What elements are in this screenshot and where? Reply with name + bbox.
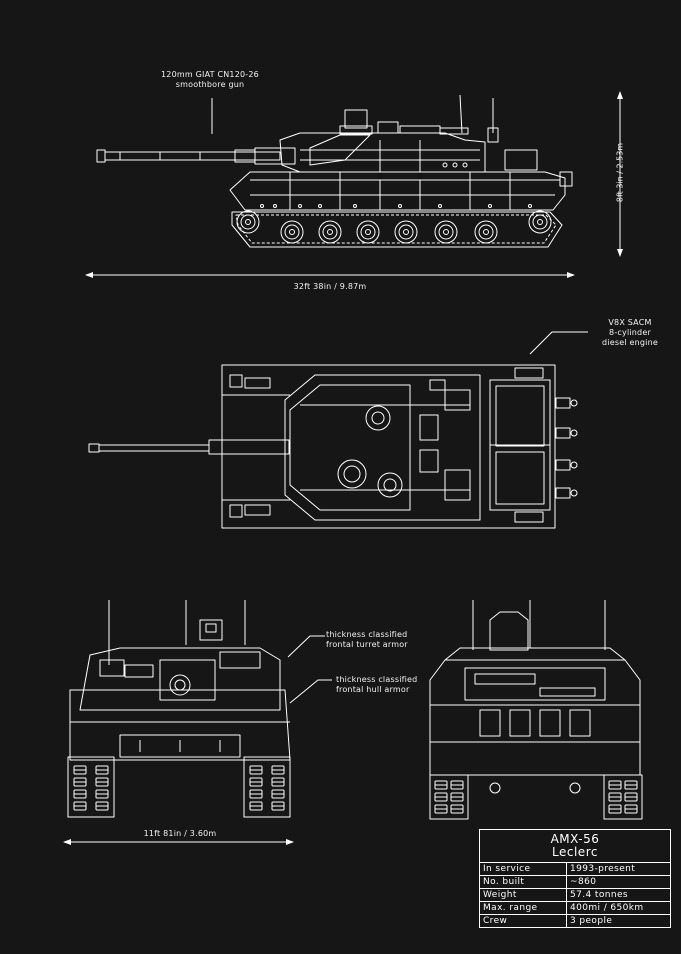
spec-row: In service 1993-present bbox=[480, 863, 670, 876]
spec-label: Weight bbox=[480, 888, 567, 902]
side-turret bbox=[279, 94, 538, 173]
side-view bbox=[96, 94, 573, 248]
spec-row: Max. range 400mi / 650km bbox=[480, 901, 670, 915]
spec-title: AMX-56 Leclerc bbox=[480, 830, 670, 863]
width-label: 11ft 81in / 3.60m bbox=[143, 829, 217, 838]
turret-armor-callout-line bbox=[287, 635, 325, 658]
front-tracks bbox=[67, 756, 291, 818]
hull-armor-label: thickness classified frontal hull armor bbox=[336, 675, 417, 695]
spec-table: AMX-56 Leclerc In service 1993-present N… bbox=[479, 829, 671, 928]
spec-value: 400mi / 650km bbox=[566, 901, 670, 915]
hull-armor-callout-line bbox=[289, 679, 332, 704]
engine-label: V8X SACM 8-cylinder diesel engine bbox=[588, 318, 672, 348]
spec-row: Weight 57.4 tonnes bbox=[480, 888, 670, 902]
gun-label-line1: 120mm GIAT CN120-26 bbox=[161, 70, 259, 79]
spec-label: Max. range bbox=[480, 901, 567, 915]
side-running-gear bbox=[231, 210, 563, 248]
top-turret bbox=[284, 374, 481, 521]
spec-row: No. built ~860 bbox=[480, 875, 670, 889]
side-hull bbox=[229, 171, 573, 211]
gun-label: 120mm GIAT CN120-26 smoothbore gun bbox=[150, 70, 270, 90]
top-barrel-muzzle bbox=[88, 443, 100, 453]
spec-value: ~860 bbox=[566, 875, 670, 889]
height-label: 8ft 3in / 2.53m bbox=[615, 142, 625, 203]
spec-value: 1993-present bbox=[570, 864, 636, 874]
rear-tracks bbox=[429, 774, 643, 820]
hull-armor-label-line2: frontal hull armor bbox=[336, 685, 410, 694]
spec-value: 57.4 tonnes bbox=[566, 888, 670, 902]
spec-label: In service bbox=[480, 863, 567, 876]
hull-armor-label-line1: thickness classified bbox=[336, 675, 418, 684]
spec-value: 3 people bbox=[566, 914, 670, 927]
side-gun-barrel bbox=[96, 147, 296, 165]
engine-label-line3: diesel engine bbox=[602, 338, 658, 347]
length-label: 32ft 38in / 9.87m bbox=[293, 282, 367, 291]
spec-row: Crew 3 people bbox=[480, 914, 670, 927]
turret-armor-label-line1: thickness classified bbox=[326, 630, 408, 639]
engine-label-line1: V8X SACM bbox=[608, 318, 652, 327]
spec-rows: In service 1993-present No. built ~860 W… bbox=[480, 863, 670, 927]
spec-title-line2: Leclerc bbox=[552, 845, 598, 859]
front-turret bbox=[79, 647, 281, 711]
top-view bbox=[88, 364, 578, 529]
engine-label-line2: 8-cylinder bbox=[609, 328, 651, 337]
top-hull bbox=[221, 364, 556, 529]
spec-label: Crew bbox=[480, 914, 567, 927]
engine-callout-line bbox=[529, 331, 588, 355]
top-barrel bbox=[98, 444, 210, 452]
rear-view bbox=[429, 600, 643, 820]
spec-title-line1: AMX-56 bbox=[550, 832, 600, 846]
front-view bbox=[67, 600, 291, 818]
spec-label: No. built bbox=[480, 875, 567, 889]
gun-label-line2: smoothbore gun bbox=[175, 80, 245, 89]
rear-hull bbox=[429, 647, 641, 776]
turret-armor-label: thickness classified frontal turret armo… bbox=[326, 630, 408, 650]
turret-armor-label-line2: frontal turret armor bbox=[326, 640, 408, 649]
